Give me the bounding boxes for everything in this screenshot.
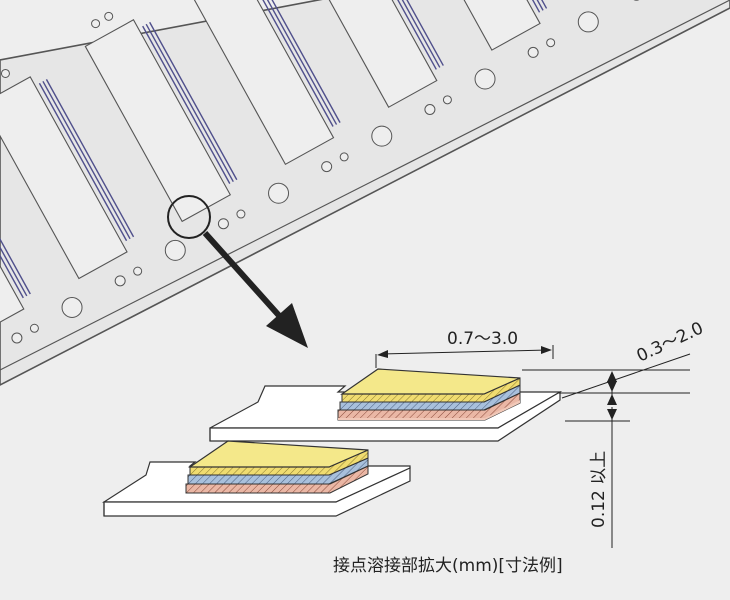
dimension-thickness-label: 0.12 以上 <box>589 451 609 528</box>
sprocket-hole <box>164 239 186 261</box>
sprocket-hole <box>61 296 83 318</box>
contact-top-front <box>188 440 369 468</box>
strip-groove <box>149 21 238 181</box>
strip-groove <box>0 246 28 297</box>
strip-groove <box>266 0 338 125</box>
contact-assembly-front <box>101 440 411 517</box>
sprocket-hole-small <box>133 266 143 276</box>
contact-assembly-back <box>209 368 563 442</box>
strip-holes <box>0 0 640 344</box>
strip-windows <box>0 0 548 323</box>
sprocket-hole-small <box>339 152 349 162</box>
dimension-depth-label: 0.3～2.0 <box>634 318 707 366</box>
arrow-down-right-icon <box>202 230 308 348</box>
strip-lower-edge <box>0 0 730 371</box>
strip-groove <box>145 23 234 183</box>
pilot-hole <box>104 11 114 21</box>
strip-groove <box>397 0 437 70</box>
pilot-hole <box>91 19 101 29</box>
sprocket-hole-small <box>442 95 452 105</box>
strip-groove <box>406 0 444 66</box>
strip-groove <box>142 25 231 184</box>
sprocket-hole-small <box>11 332 23 344</box>
sprocket-hole <box>577 11 599 33</box>
sprocket-hole-small <box>29 323 39 333</box>
strip-window <box>463 0 541 51</box>
dimension-width <box>375 345 554 368</box>
pilot-hole <box>0 68 10 78</box>
sprocket-hole-small <box>217 218 229 230</box>
strip-groove <box>401 0 441 68</box>
strip-groove <box>38 82 128 242</box>
magnifier-circle-icon <box>167 195 211 239</box>
strip-window <box>0 264 25 323</box>
strip-window <box>84 19 232 223</box>
sprocket-hole-small <box>527 46 539 58</box>
sprocket-hole <box>371 125 393 147</box>
strip-window <box>193 0 335 166</box>
lead-frame-strip <box>0 0 730 386</box>
sprocket-hole <box>474 68 496 90</box>
dimension-depth <box>522 353 691 548</box>
strip-groove <box>0 237 31 295</box>
sprocket-hole-small <box>424 104 436 116</box>
dimension-width-label: 0.7～3.0 <box>447 329 518 349</box>
sprocket-hole-small <box>236 209 246 219</box>
strip-groove <box>262 0 334 127</box>
sprocket-hole-small <box>114 275 126 287</box>
figure-caption: 接点溶接部拡大(mm)[寸法例] <box>333 556 563 576</box>
strip-groove <box>42 80 131 240</box>
strip-body <box>0 0 730 386</box>
strip-window <box>328 0 438 108</box>
strip-groove <box>0 254 24 299</box>
strip-window <box>0 76 128 280</box>
sprocket-hole <box>268 182 290 204</box>
sprocket-hole-small <box>546 38 556 48</box>
strip-groove <box>271 0 341 123</box>
sprocket-hole-small <box>321 161 333 173</box>
strip-groove <box>45 79 135 238</box>
contact-top-back <box>340 368 521 395</box>
